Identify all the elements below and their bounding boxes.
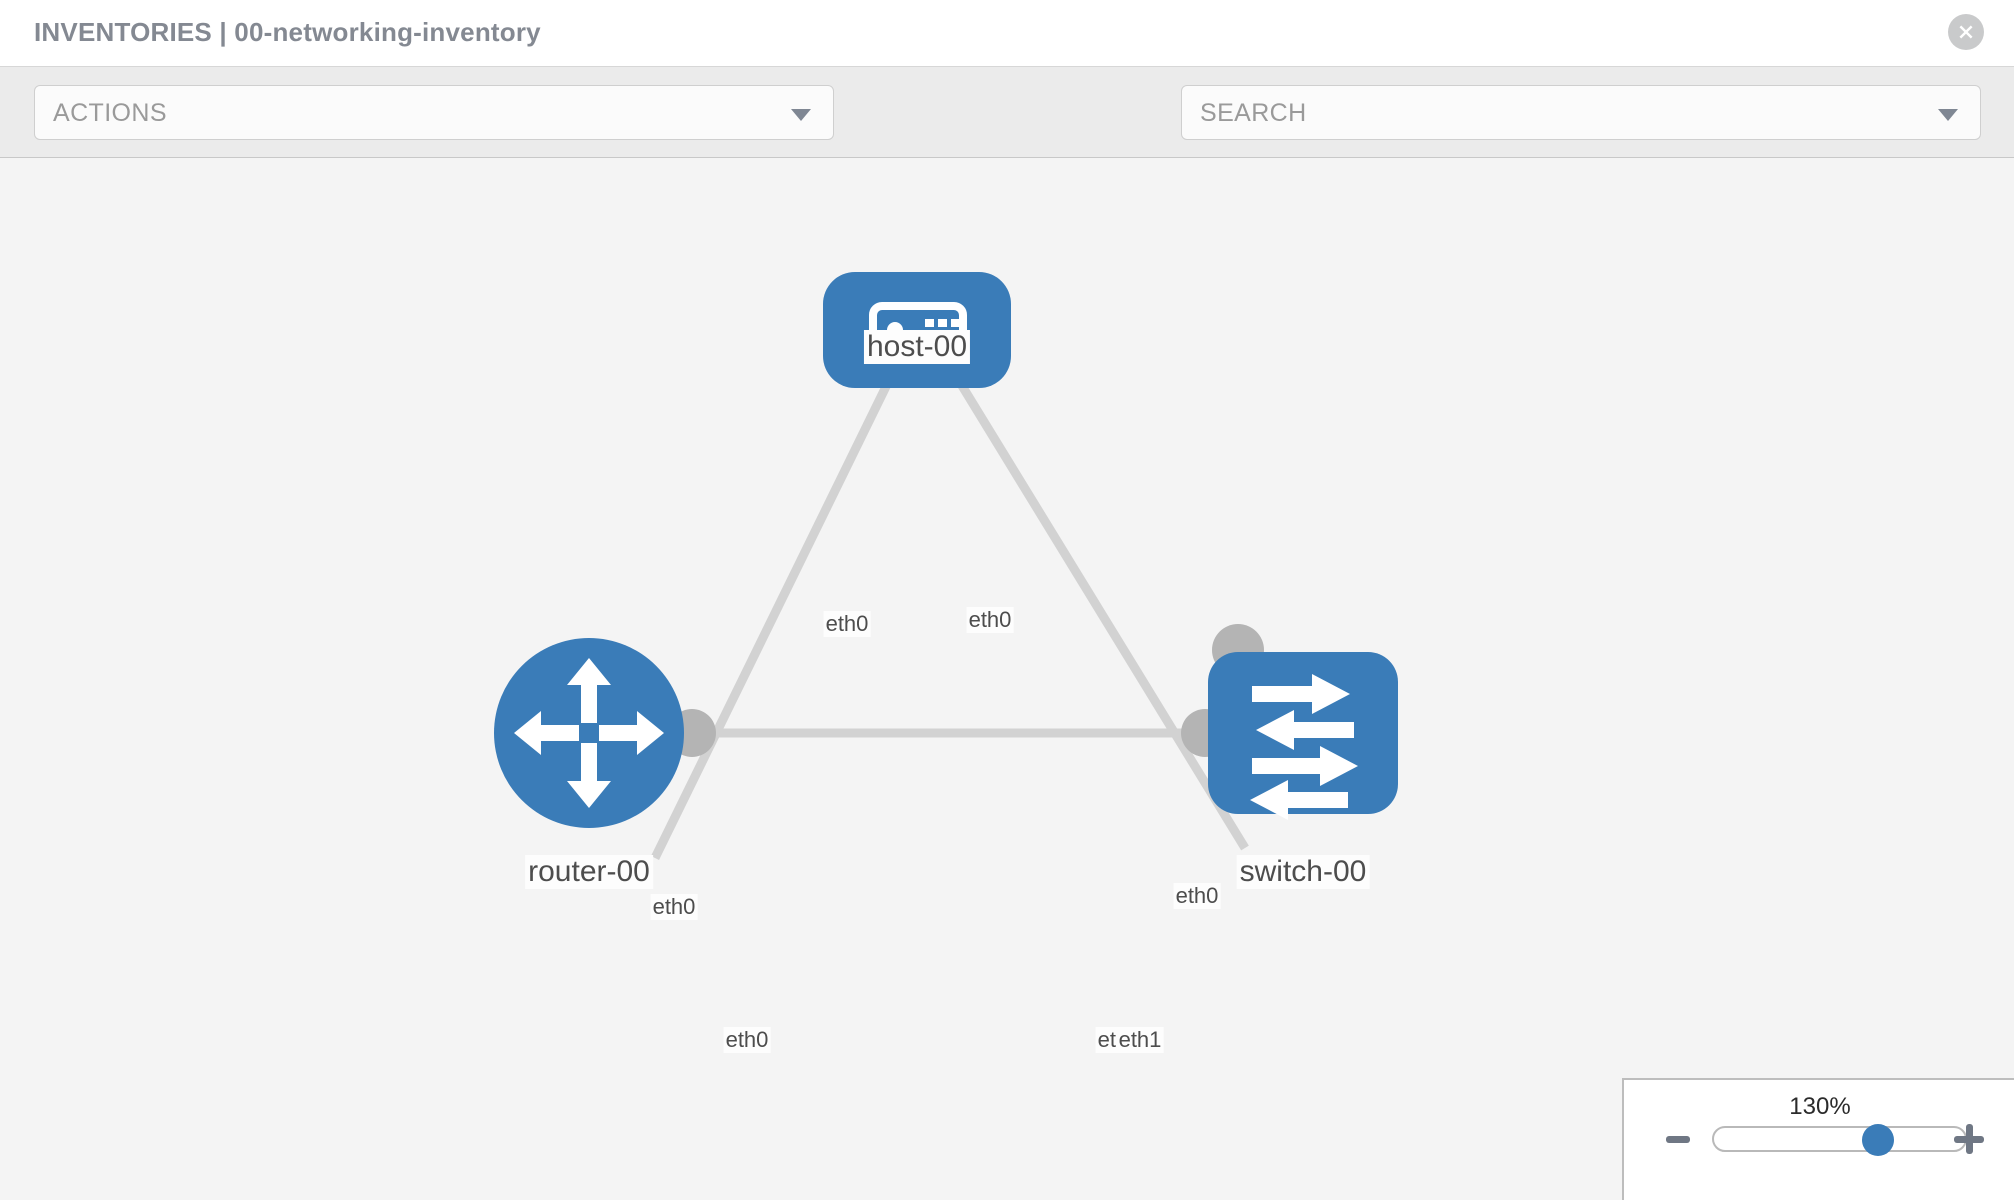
minus-icon[interactable] <box>1666 1136 1690 1143</box>
iface-label-switch00-eth1: eth1 <box>1116 1027 1164 1053</box>
link-host00-router00 <box>650 356 905 860</box>
zoom-slider-track[interactable] <box>1712 1126 1967 1152</box>
topology-toolbar: ACTIONS SEARCH <box>0 67 2014 199</box>
topology-graph <box>494 272 1398 860</box>
iface-label-router00-eth0: eth0 <box>723 1027 771 1053</box>
topology-links <box>650 355 1249 860</box>
iface-label-host00-eth0-right: eth0 <box>966 607 1014 633</box>
search-input[interactable]: SEARCH <box>1181 85 1981 140</box>
iface-label-switch00-eth0-uplink: eth0 <box>1173 883 1221 909</box>
actions-dropdown[interactable]: ACTIONS <box>34 85 834 140</box>
router-arrows-icon <box>514 658 664 808</box>
zoom-control-panel: 130% <box>1622 1078 2014 1200</box>
search-placeholder: SEARCH <box>1200 99 1307 127</box>
chevron-down-icon[interactable] <box>1938 109 1958 121</box>
zoom-slider-thumb[interactable] <box>1862 1124 1894 1156</box>
node-router-00 <box>494 638 684 828</box>
node-label-switch-00: switch-00 <box>1236 855 1370 889</box>
node-switch-00 <box>1208 652 1398 820</box>
node-label-host-00: host-00 <box>863 330 971 364</box>
topology-canvas[interactable]: host-00 router-00 switch-00 eth0 eth0 et… <box>0 158 2014 1200</box>
switch-arrows-icon <box>1250 674 1358 820</box>
chevron-down-icon <box>791 109 811 121</box>
iface-label-host00-eth0-left: eth0 <box>823 611 871 637</box>
window-header: INVENTORIES | 00-networking-inventory <box>0 0 2014 67</box>
page-title: INVENTORIES | 00-networking-inventory <box>34 17 541 47</box>
actions-dropdown-label: ACTIONS <box>53 99 167 127</box>
plus-icon[interactable] <box>1954 1124 1984 1154</box>
node-label-router-00: router-00 <box>525 855 653 889</box>
close-icon[interactable] <box>1948 14 1984 50</box>
zoom-percent-label: 130% <box>1789 1093 1851 1120</box>
link-host00-switch00 <box>941 355 1249 851</box>
iface-label-router00-eth0-uplink: eth0 <box>650 894 698 920</box>
